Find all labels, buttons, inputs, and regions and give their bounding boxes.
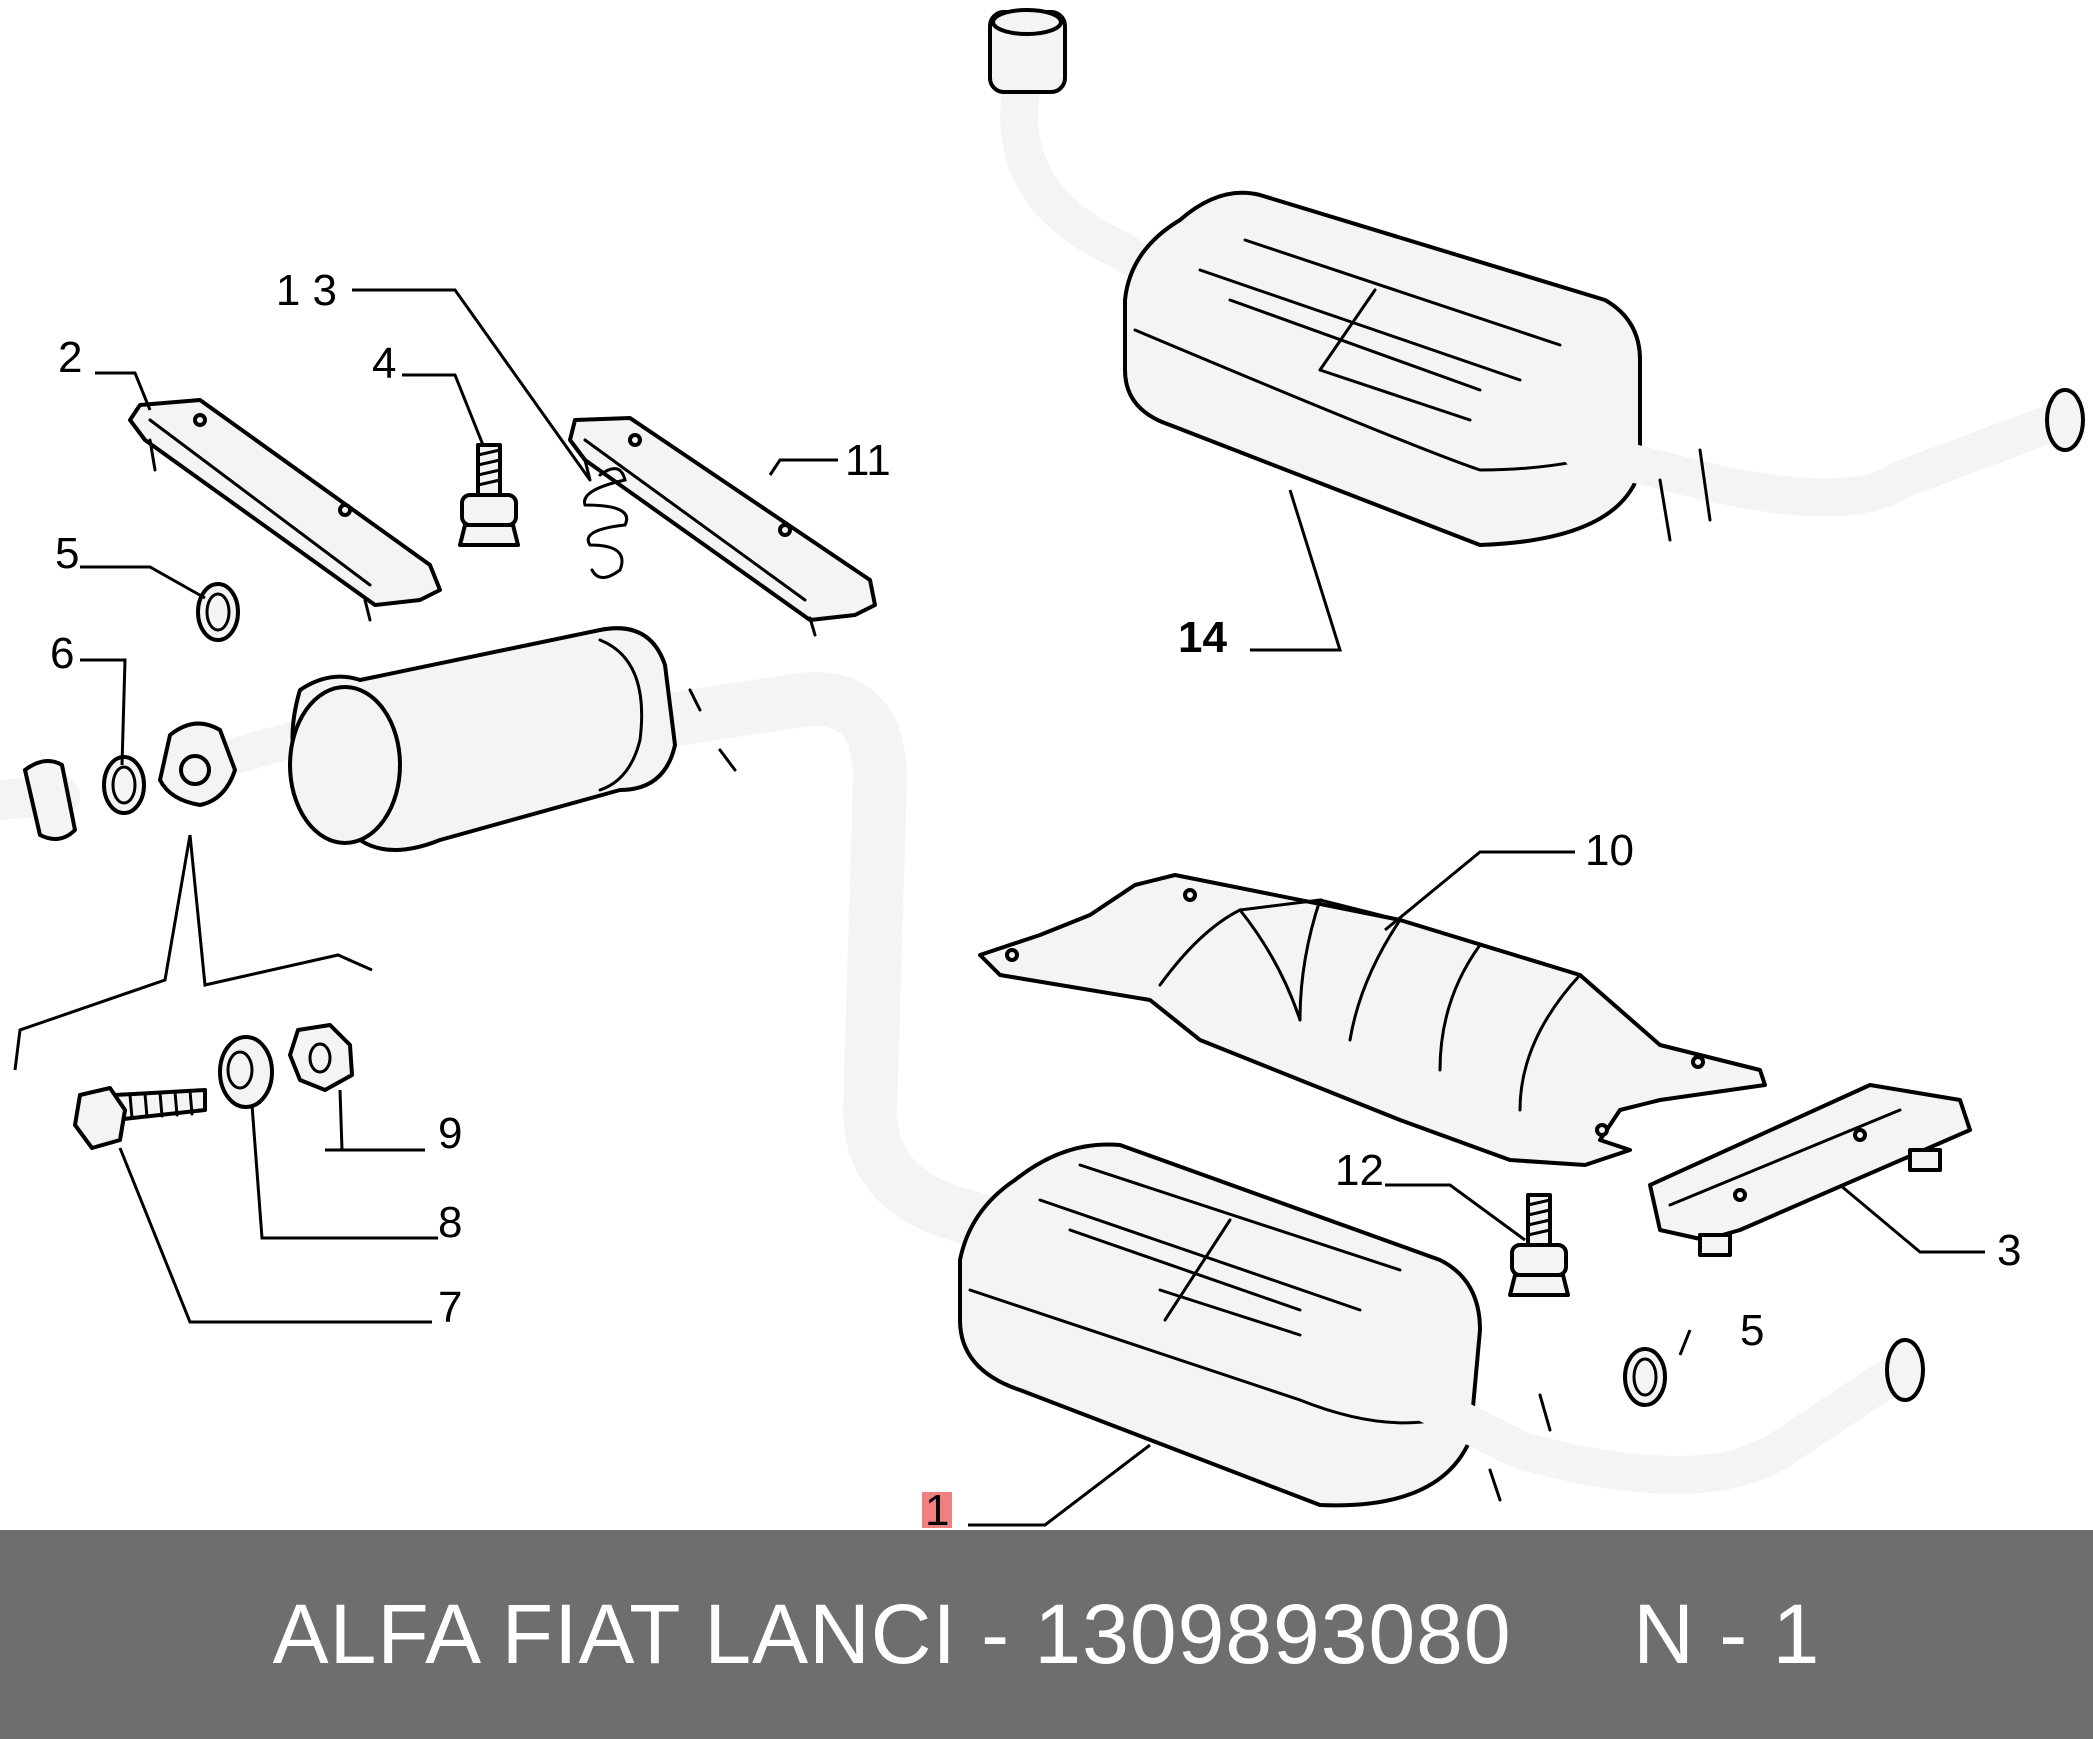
callout-1: 1 — [925, 1486, 949, 1530]
callout-4: 4 — [372, 339, 396, 388]
callout-12: 12 — [1335, 1146, 1384, 1195]
part-5-gasket-drawing — [1623, 1347, 1667, 1407]
part-13-spring-drawing — [583, 467, 629, 579]
caption-banner: ALFA FIAT LANCI - 1309893080 N - 1 — [0, 1530, 2093, 1739]
part-7-bolt-drawing — [73, 1086, 207, 1150]
catalyst-drawing — [0, 626, 737, 852]
callout-10: 10 — [1585, 826, 1634, 875]
callout-2: 2 — [58, 333, 82, 382]
part-14-rear-muffler-drawing — [988, 8, 2085, 547]
part-3-bracket-drawing — [1648, 1083, 1972, 1257]
part-8-washer-drawing — [218, 1035, 274, 1109]
part-12-stud-drawing — [1508, 1193, 1570, 1297]
part-2-bracket-drawing — [128, 398, 442, 622]
part-6-gasket-drawing — [102, 755, 146, 815]
callout-1-highlight — [922, 1492, 952, 1528]
callout-14: 14 — [1178, 613, 1227, 662]
part-11-bracket-drawing — [568, 416, 877, 637]
callout-8: 8 — [438, 1198, 462, 1247]
caption-text: ALFA FIAT LANCI - 1309893080 N - 1 — [272, 1587, 1821, 1681]
callout-9: 9 — [438, 1109, 462, 1158]
callout-5: 5 — [55, 529, 79, 578]
part-9-nut-drawing — [288, 1023, 354, 1092]
leader-lines — [13, 288, 1985, 1527]
callout-5-right: 5 — [1740, 1306, 1764, 1355]
callout-7: 7 — [438, 1283, 462, 1332]
callout-labels: 2 1 3 4 11 5 6 14 10 9 8 7 12 3 5 1 — [50, 266, 2021, 1530]
callout-11: 11 — [845, 436, 891, 485]
part-10-heat-shield-drawing — [978, 873, 1767, 1167]
callout-13: 1 3 — [276, 266, 337, 315]
part-5-gasket-drawing — [196, 582, 240, 642]
callout-3: 3 — [1997, 1226, 2021, 1275]
part-4-stud-drawing — [458, 443, 520, 547]
part-1-muffler-drawing — [643, 672, 1925, 1508]
callout-6: 6 — [50, 629, 74, 678]
exhaust-system-diagram: 2 1 3 4 11 5 6 14 10 9 8 7 12 3 5 1 — [0, 8, 2085, 1530]
